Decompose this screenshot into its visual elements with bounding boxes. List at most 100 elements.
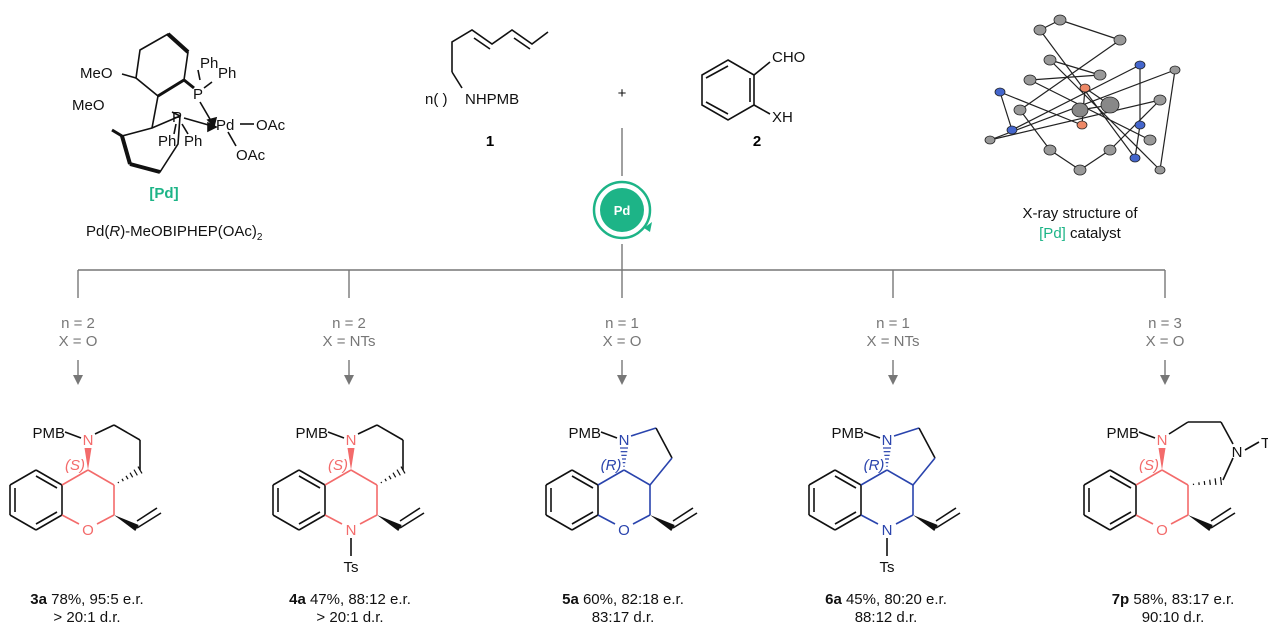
vinyl-bond [136,512,162,529]
ring-bond [359,514,378,525]
wedge-bond [1188,515,1213,532]
vinyl-bond [1210,512,1236,529]
amine-nitrogen-label: N [619,432,630,449]
benzene-bond [9,514,37,531]
xray-atom [1103,144,1117,156]
vinyl-bond [935,512,961,529]
arrow-head-icon [888,375,898,385]
benzene-bond [35,469,63,486]
ring-bond [350,469,378,486]
amine-nitrogen-label: N [83,432,94,449]
amine-nitrogen-label: N [882,432,893,449]
stereocenter-label: (S) [328,457,348,474]
benzene-double [834,511,857,525]
repeat-n-label: n( ) [425,91,448,108]
phosphorus-label: P [172,109,182,126]
tosyl-label: Ts [344,559,359,576]
ring-bond [1220,421,1234,445]
benzene-bond [808,514,836,531]
xh-label: XH [772,109,793,126]
xray-atom [984,135,996,145]
xray-bond [1134,124,1141,159]
wedge-bond [84,448,92,470]
stereocenter-label: (R) [601,457,622,474]
hash-bond-segment [1219,476,1223,486]
reactant-2-label: 2 [753,133,761,150]
xray-atom [1033,24,1047,36]
benzene-bond [808,469,836,486]
heteroatom-label: O [82,522,94,539]
condition-x: X = O [59,333,98,350]
condition-x: X = O [1146,333,1185,350]
hash-bond-segment [129,472,134,478]
ring-nitrogen-label: N [1232,444,1243,461]
ring-bond [860,469,888,486]
ring-bond [61,514,80,525]
ring-bond [649,457,673,486]
vinyl-double [1210,507,1232,522]
xray-atom [1079,83,1091,93]
xray-atom [1093,69,1107,81]
ring-bond [1135,514,1154,525]
hash-bond-segment [388,475,392,480]
product-dr: 90:10 d.r. [1142,609,1205,626]
xray-bond [1159,69,1176,171]
pd-badge-label: Pd [614,203,631,218]
hash-bond-segment [137,466,143,474]
palladium-label: Pd [216,117,234,134]
ring-bond [324,469,352,486]
xray-structure-image [984,14,1181,176]
heteroatom-label: O [1156,522,1168,539]
catalyst-structure [111,32,254,174]
ring-bond [1161,469,1189,486]
pmb-label: PMB [1106,425,1139,442]
benzene-double [1109,475,1132,489]
condition-n: n = 2 [61,315,95,332]
xray-bond [989,99,1161,141]
xray-atom [1043,54,1057,66]
ring-bond [895,514,914,525]
hash-bond-segment [380,481,383,484]
tosyl-label: Ts [880,559,895,576]
phenyl-label: Ph [158,133,176,150]
xray-atom [1071,102,1089,118]
xray-bond [1049,59,1101,76]
xray-atom [1129,153,1141,163]
vinyl-double [935,507,957,522]
xray-bond [999,91,1083,126]
wedge-bond [913,515,938,532]
xray-bond [1029,79,1151,141]
ring-bond [1135,469,1163,486]
xray-bond [1019,39,1121,111]
amine-label: NHPMB [465,91,519,108]
catalytic-cycle-ring [592,180,652,240]
hash-bond-segment [392,472,397,478]
hash-bond-segment [1209,479,1211,486]
n-pmb-bond [863,431,881,439]
xray-bond [1039,29,1136,159]
hash-bond-segment [1214,478,1217,486]
pmb-label: PMB [32,425,65,442]
xray-atom [1154,165,1166,175]
arrow-head-icon [73,375,83,385]
benzene-bond [35,514,63,531]
xray-atom [1073,164,1087,176]
benzene-double [298,475,321,489]
n-pmb-bond [600,431,618,439]
ring-bond [87,469,115,486]
xray-atom [1134,120,1146,130]
wedge-bond [377,515,402,532]
product-id: 4a [289,591,306,608]
catalyst-name: Pd(R)-MeOBIPHEP(OAc)2 [86,223,263,243]
hash-bond-segment [384,478,387,482]
condition-n: n = 3 [1148,315,1182,332]
ring-bond [96,514,115,525]
xray-atom [1100,96,1120,114]
xray-atom [1134,60,1146,70]
acetate-label: OAc [236,147,266,164]
pmb-label: PMB [568,425,601,442]
benzene-bond [298,514,326,531]
heteroatom-label: N [882,522,893,539]
